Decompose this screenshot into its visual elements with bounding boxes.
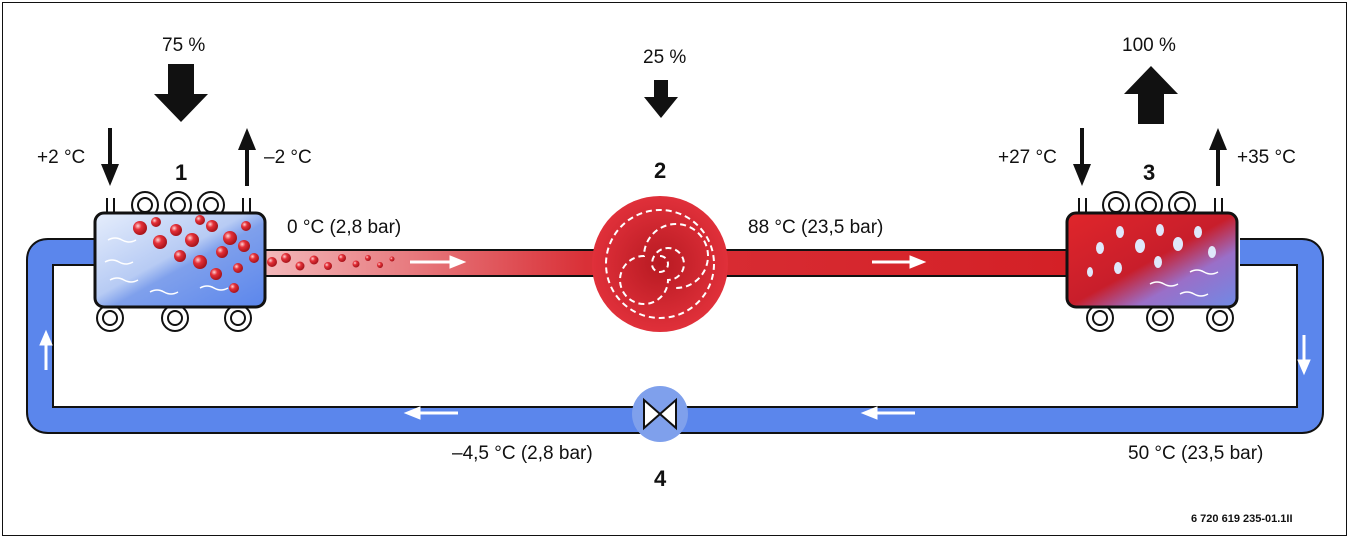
output-heat-arrow-big <box>1124 66 1178 124</box>
condenser <box>1065 191 1239 332</box>
ambient-heat-arrow-big <box>154 64 208 122</box>
expansion-valve <box>632 386 688 442</box>
source-outlet-arrow <box>238 128 256 186</box>
source-inlet-temperature: +2 °C <box>37 147 86 168</box>
bubbles-in-pipe <box>267 253 395 271</box>
sink-inlet-temperature: +27 °C <box>998 147 1057 168</box>
condenser-number: 3 <box>1143 160 1156 185</box>
ambient-heat-percent: 75 % <box>162 35 206 56</box>
output-heat-percent: 100 % <box>1122 35 1176 56</box>
evaporator <box>93 191 395 332</box>
compressor-energy-arrow <box>644 80 678 118</box>
condenser-droplets <box>1087 224 1216 277</box>
flow-arrow-up <box>39 329 53 370</box>
state-after-condenser: 50 °C (23,5 bar) <box>1128 443 1264 464</box>
compressor-number: 2 <box>654 158 667 183</box>
flow-arrow-left-left <box>403 406 458 420</box>
evaporator-waves <box>104 237 229 295</box>
flow-arrow-right-right <box>872 255 927 269</box>
evaporator-bubbles <box>133 215 259 293</box>
expansion-valve-number: 4 <box>654 466 667 491</box>
flow-arrow-down <box>1297 335 1311 376</box>
sink-outlet-arrow <box>1209 128 1227 186</box>
state-after-evaporator: 0 °C (2,8 bar) <box>287 217 402 238</box>
state-after-valve: –4,5 °C (2,8 bar) <box>452 443 593 464</box>
compressor <box>592 196 728 332</box>
flow-arrow-left-right <box>860 406 915 420</box>
compressor-scroll <box>605 209 715 319</box>
evaporator-coil-bottom <box>96 304 252 332</box>
compressor-energy-percent: 25 % <box>643 47 687 68</box>
sink-outlet-temperature: +35 °C <box>1237 147 1296 168</box>
flow-arrows <box>39 255 1311 420</box>
state-after-compressor: 88 °C (23,5 bar) <box>748 217 884 238</box>
figure-code: 6 720 619 235-01.1II <box>1191 513 1293 525</box>
sink-inlet-arrow <box>1073 128 1091 186</box>
source-inlet-arrow <box>101 128 119 186</box>
condenser-coil-bottom <box>1086 304 1234 332</box>
source-outlet-temperature: –2 °C <box>264 147 312 168</box>
flow-arrow-right-left <box>410 255 467 269</box>
condenser-waves <box>1149 269 1219 297</box>
evaporator-number: 1 <box>175 160 188 185</box>
heat-flow-arrows <box>101 64 1227 186</box>
